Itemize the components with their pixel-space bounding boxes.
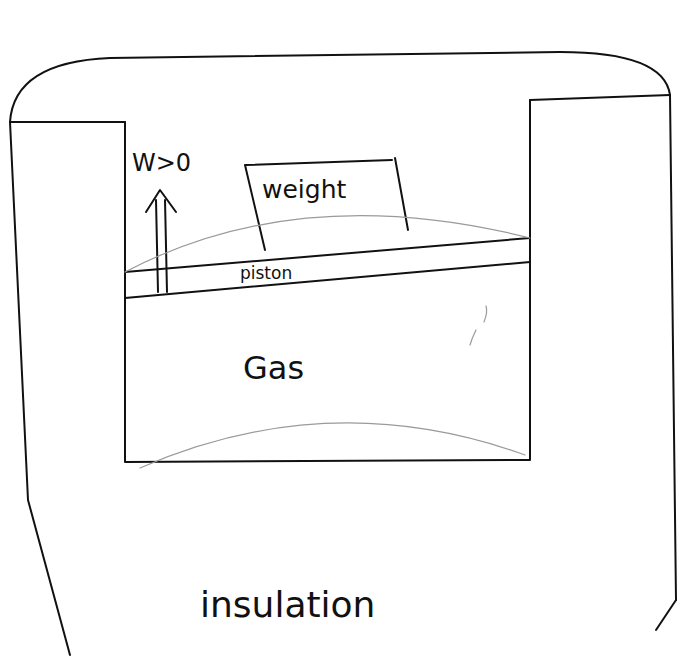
piston-band: piston: [240, 264, 292, 284]
wall-top: [10, 121, 125, 123]
weight-outline: [245, 160, 392, 250]
weight-outline: [395, 158, 408, 230]
insulation-outline: [10, 122, 70, 655]
node-text: insulation: [200, 584, 375, 625]
work-arrow: [156, 200, 158, 292]
insulation-outline: [10, 52, 676, 600]
node-text: Gas: [243, 350, 304, 387]
work-arrow: [165, 200, 167, 292]
perspective-arc: [125, 216, 530, 272]
wall-top: [530, 95, 670, 100]
piston-edge: [125, 262, 530, 298]
gas-region: Gas: [243, 350, 304, 387]
cylinder-cavity: [125, 100, 530, 462]
work-arrow-head: [146, 190, 176, 212]
sketch-mark: [470, 306, 487, 345]
node-text: piston: [240, 264, 292, 284]
node-text: weight: [262, 176, 346, 205]
weight-box: weight: [262, 176, 346, 205]
work-label: W>0: [132, 150, 191, 178]
insulation-outline: [656, 600, 676, 630]
perspective-arc: [140, 423, 525, 468]
